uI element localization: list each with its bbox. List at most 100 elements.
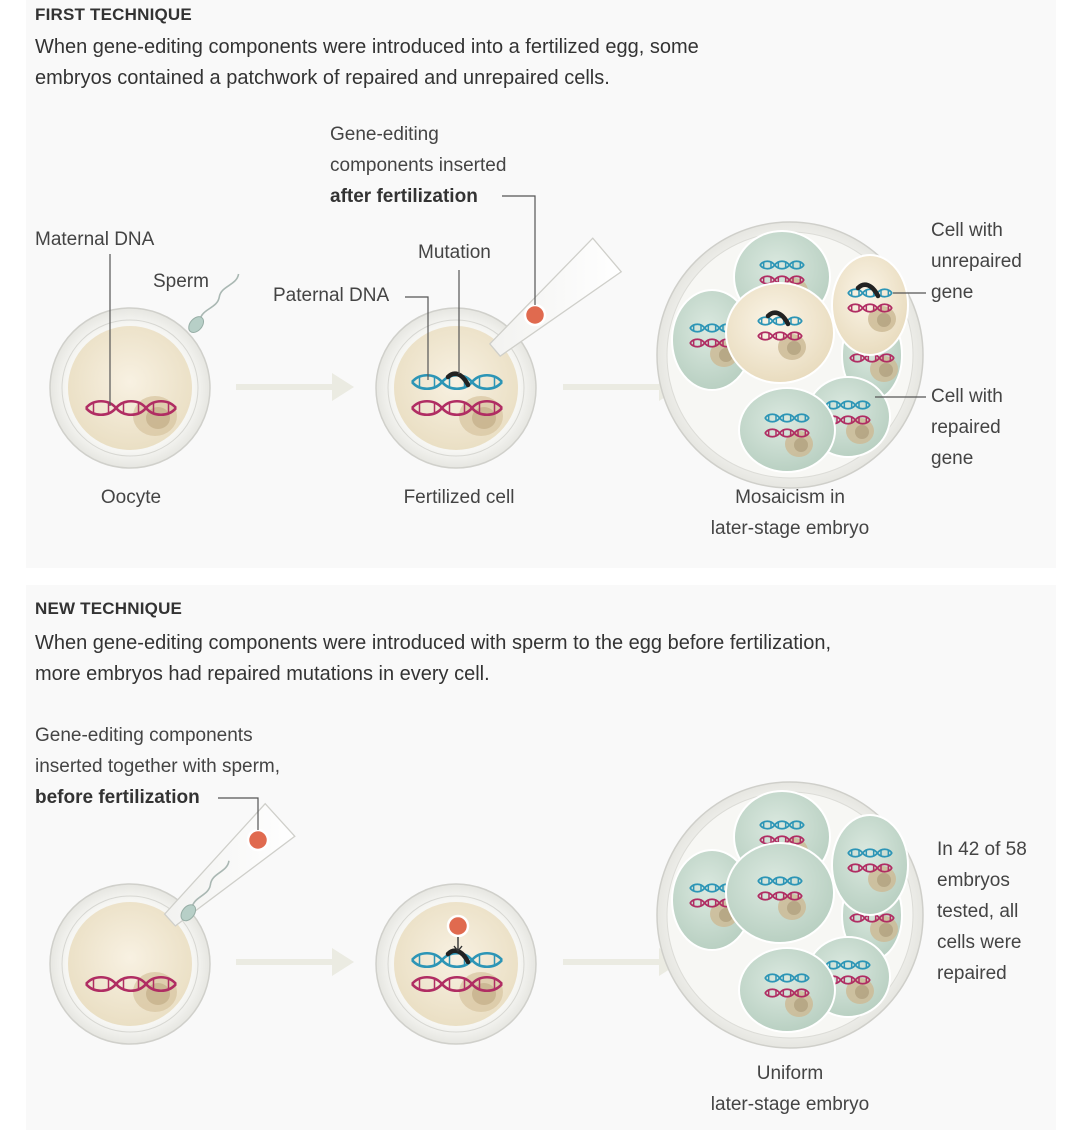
arrow-shaft	[563, 384, 659, 390]
gene-editing-reagent	[523, 303, 547, 327]
dna-strand	[85, 399, 177, 411]
maternal-dna-helix	[764, 428, 810, 438]
maternal-dna-helix	[689, 338, 735, 348]
dna-strand	[825, 400, 871, 407]
paternal-dna-helix	[847, 288, 893, 298]
dna-strand	[849, 916, 895, 923]
dna-strand	[847, 303, 893, 310]
arrow-head	[332, 373, 354, 401]
paternal-dna-label: Paternal DNA	[273, 285, 390, 306]
paternal-dna-helix	[757, 316, 803, 326]
paternal-dna-helix	[764, 413, 810, 423]
dna-strand	[757, 334, 803, 341]
dna-strand	[759, 823, 805, 830]
dna-strand	[847, 863, 893, 870]
dna-strand	[411, 975, 503, 987]
arrow-shaft	[236, 959, 332, 965]
oocyte-cytoplasm	[68, 326, 192, 450]
dna-strand	[847, 291, 893, 298]
cell-nucleolus	[794, 438, 808, 452]
dna-strand	[847, 866, 893, 873]
fertilized-egg-membrane	[387, 319, 525, 457]
dna-strand	[757, 331, 803, 338]
dna-strand	[757, 316, 803, 323]
sperm-tail	[199, 273, 240, 321]
sperm-head	[188, 316, 205, 333]
step-arrow	[236, 948, 354, 976]
dna-strand	[764, 413, 810, 420]
new-technique-description: When gene-editing components were introd…	[35, 628, 831, 690]
description-line: embryos contained a patchwork of repaire…	[35, 67, 610, 89]
result-label: In 42 of 58 embryos tested, all cells we…	[937, 839, 1027, 984]
dna-strand	[757, 319, 803, 326]
dna-strand	[847, 848, 893, 855]
dna-strand	[759, 263, 805, 270]
description-line: more embryos had repaired mutations in e…	[35, 663, 490, 685]
zygote-membrane	[387, 895, 525, 1033]
dna-strand	[757, 894, 803, 901]
dna-strand	[85, 975, 177, 987]
sperm-pipette	[163, 802, 296, 927]
cell-nucleolus	[855, 425, 869, 439]
maternal-dna-helix	[757, 331, 803, 341]
cell-nucleolus	[879, 363, 893, 377]
arrow-shaft	[236, 384, 332, 390]
dna-strand	[847, 851, 893, 858]
components-leader	[502, 195, 536, 305]
mutation-mark	[445, 371, 471, 388]
dna-strand	[411, 981, 503, 993]
dna-strand	[85, 405, 177, 417]
paternal-dna-helix	[757, 876, 803, 886]
dna-strand	[847, 288, 893, 295]
cell-nucleolus	[794, 998, 808, 1012]
cell-nucleolus	[787, 341, 801, 355]
components-together-label: Gene-editing components inserted togethe…	[35, 725, 281, 808]
dna-strand	[825, 963, 871, 970]
paternal-dna-leader	[405, 296, 429, 380]
components-label: Gene-editing components inserted after f…	[330, 124, 507, 207]
dna-strand	[411, 399, 503, 411]
dna-strand	[847, 306, 893, 313]
dna-strand	[411, 405, 503, 417]
dna-strand	[411, 957, 503, 969]
egg-maternal-dna	[85, 975, 177, 993]
paternal-dna-helix	[759, 820, 805, 830]
repair-arrow	[453, 937, 463, 953]
dna-strand	[757, 879, 803, 886]
new-technique-header: NEW TECHNIQUE	[35, 599, 183, 618]
components-together-leader	[218, 797, 259, 830]
injection-pipette	[488, 237, 623, 357]
paternal-dna-helix	[825, 400, 871, 410]
paternal-dna-helix	[825, 960, 871, 970]
sperm-label: Sperm	[153, 271, 209, 292]
fertilized-cell-label: Fertilized cell	[403, 487, 515, 508]
paternal-dna-helix	[759, 260, 805, 270]
cell-nucleolus	[877, 313, 891, 327]
cell-nucleolus	[879, 923, 893, 937]
maternal-dna-helix	[847, 303, 893, 313]
dna-strand	[85, 981, 177, 993]
maternal-dna-helix	[757, 891, 803, 901]
oocyte-label: Oocyte	[100, 487, 162, 508]
description-line: When gene-editing components were introd…	[35, 36, 699, 58]
dna-strand	[757, 891, 803, 898]
first-technique-description: When gene-editing components were introd…	[35, 32, 699, 94]
description-line: When gene-editing components were introd…	[35, 632, 832, 654]
dna-strand	[764, 431, 810, 438]
cell-nucleolus	[787, 901, 801, 915]
dna-strand	[764, 988, 810, 995]
dna-strand	[849, 356, 895, 363]
dna-strand	[759, 275, 805, 282]
dna-strand	[764, 973, 810, 980]
dna-strand	[764, 428, 810, 435]
cell-nucleolus	[877, 873, 891, 887]
paternal-dna-helix	[847, 848, 893, 858]
sperm-in-pipette	[180, 860, 230, 922]
maternal-dna-helix	[411, 975, 503, 993]
uniform-embryo-label: Uniform later-stage embryo	[710, 1063, 870, 1115]
egg-membrane	[61, 895, 199, 1033]
dna-strand	[764, 976, 810, 983]
oocyte-maternal-dna	[85, 399, 177, 417]
maternal-dna-helix	[411, 399, 503, 417]
dna-strand	[825, 960, 871, 967]
